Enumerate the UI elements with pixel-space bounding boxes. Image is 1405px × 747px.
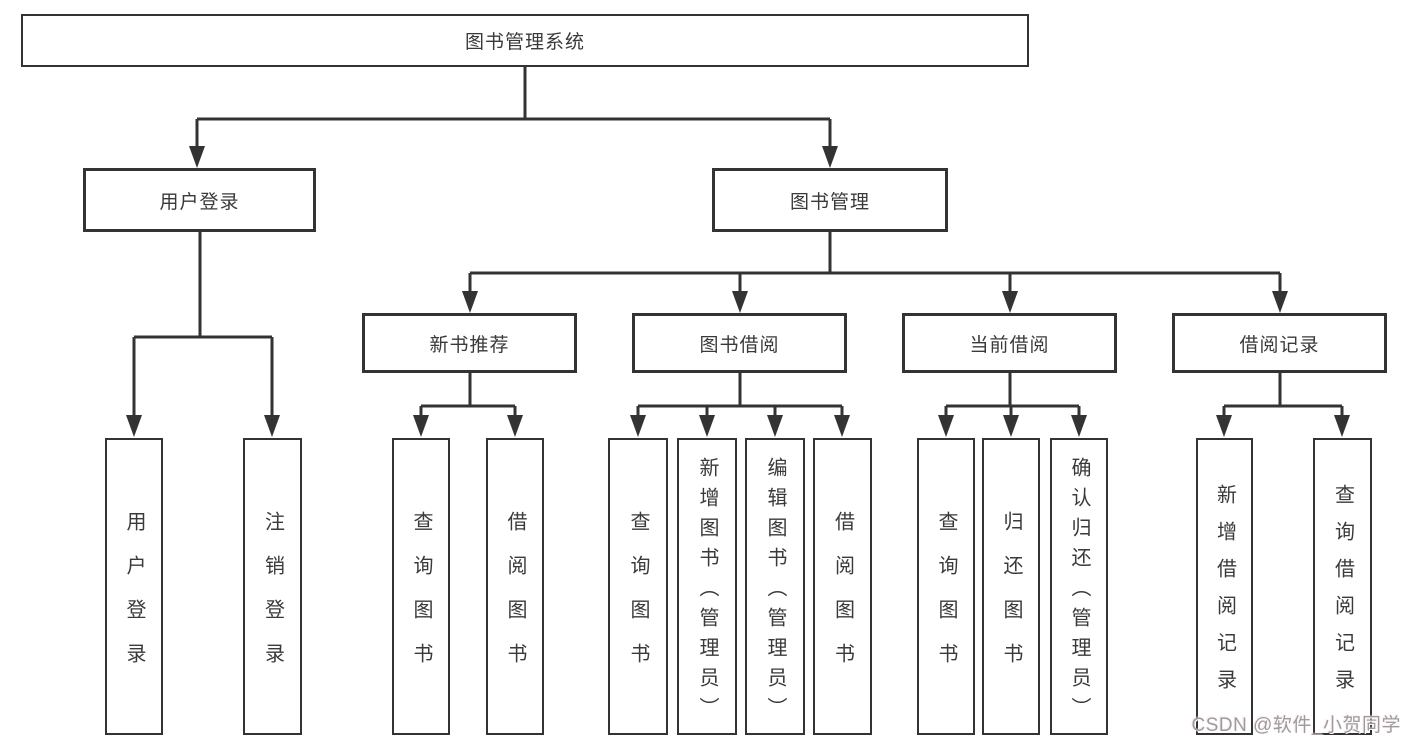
leaf-query-borrow-record: 查询借阅记录 xyxy=(1313,438,1372,735)
arrowheads xyxy=(126,146,1350,437)
leaf-borrow-books-recommend: 借阅图书 xyxy=(486,438,544,735)
node-label: 当前借阅 xyxy=(969,334,1050,356)
connector-lines xyxy=(132,67,1344,417)
leaf-label: 编辑图书（管理员） xyxy=(764,456,786,727)
node-label: 借阅记录 xyxy=(1239,334,1320,356)
leaf-confirm-return-admin: 确认归还（管理员） xyxy=(1050,438,1108,735)
node-current-borrowing: 当前借阅 xyxy=(902,313,1117,373)
node-user-login-branch: 用户登录 xyxy=(83,168,316,232)
leaf-add-borrow-record: 新增借阅记录 xyxy=(1196,438,1253,735)
leaf-label: 借阅图书 xyxy=(504,510,526,687)
csdn-watermark: CSDN @软件_小贺同学 xyxy=(1191,715,1401,736)
leaf-label: 查询图书 xyxy=(410,510,432,687)
node-borrow-records: 借阅记录 xyxy=(1172,313,1387,373)
node-library-system: 图书管理系统 xyxy=(21,14,1029,67)
leaf-query-books-current: 查询图书 xyxy=(917,438,975,735)
leaf-label: 查询借阅记录 xyxy=(1331,484,1354,706)
node-label: 新书推荐 xyxy=(429,334,510,356)
leaf-borrow-books-borrowing: 借阅图书 xyxy=(813,438,872,735)
leaf-label: 确认归还（管理员） xyxy=(1068,456,1090,727)
leaf-user-login: 用户登录 xyxy=(105,438,163,735)
leaf-add-book-admin: 新增图书（管理员） xyxy=(677,438,737,735)
leaf-return-book: 归还图书 xyxy=(982,438,1040,735)
leaf-edit-book-admin: 编辑图书（管理员） xyxy=(745,438,805,735)
leaf-label: 新增图书（管理员） xyxy=(696,456,718,727)
node-label: 图书管理系统 xyxy=(464,32,585,53)
leaf-label: 查询图书 xyxy=(935,510,957,687)
leaf-label: 用户登录 xyxy=(123,510,145,687)
node-new-book-recommend: 新书推荐 xyxy=(362,313,577,373)
node-label: 图书管理 xyxy=(789,191,870,213)
leaf-label: 借阅图书 xyxy=(831,510,854,687)
leaf-query-books-recommend: 查询图书 xyxy=(392,438,450,735)
leaf-label: 新增借阅记录 xyxy=(1213,484,1236,706)
leaf-label: 查询图书 xyxy=(627,510,649,687)
node-book-borrowing: 图书借阅 xyxy=(632,313,847,373)
node-book-management: 图书管理 xyxy=(712,168,948,232)
leaf-logout: 注销登录 xyxy=(243,438,302,735)
leaf-query-books-borrowing: 查询图书 xyxy=(608,438,668,735)
node-label: 图书借阅 xyxy=(699,334,780,356)
node-label: 用户登录 xyxy=(159,191,240,213)
leaf-label: 归还图书 xyxy=(1000,510,1022,687)
leaf-label: 注销登录 xyxy=(261,510,284,687)
